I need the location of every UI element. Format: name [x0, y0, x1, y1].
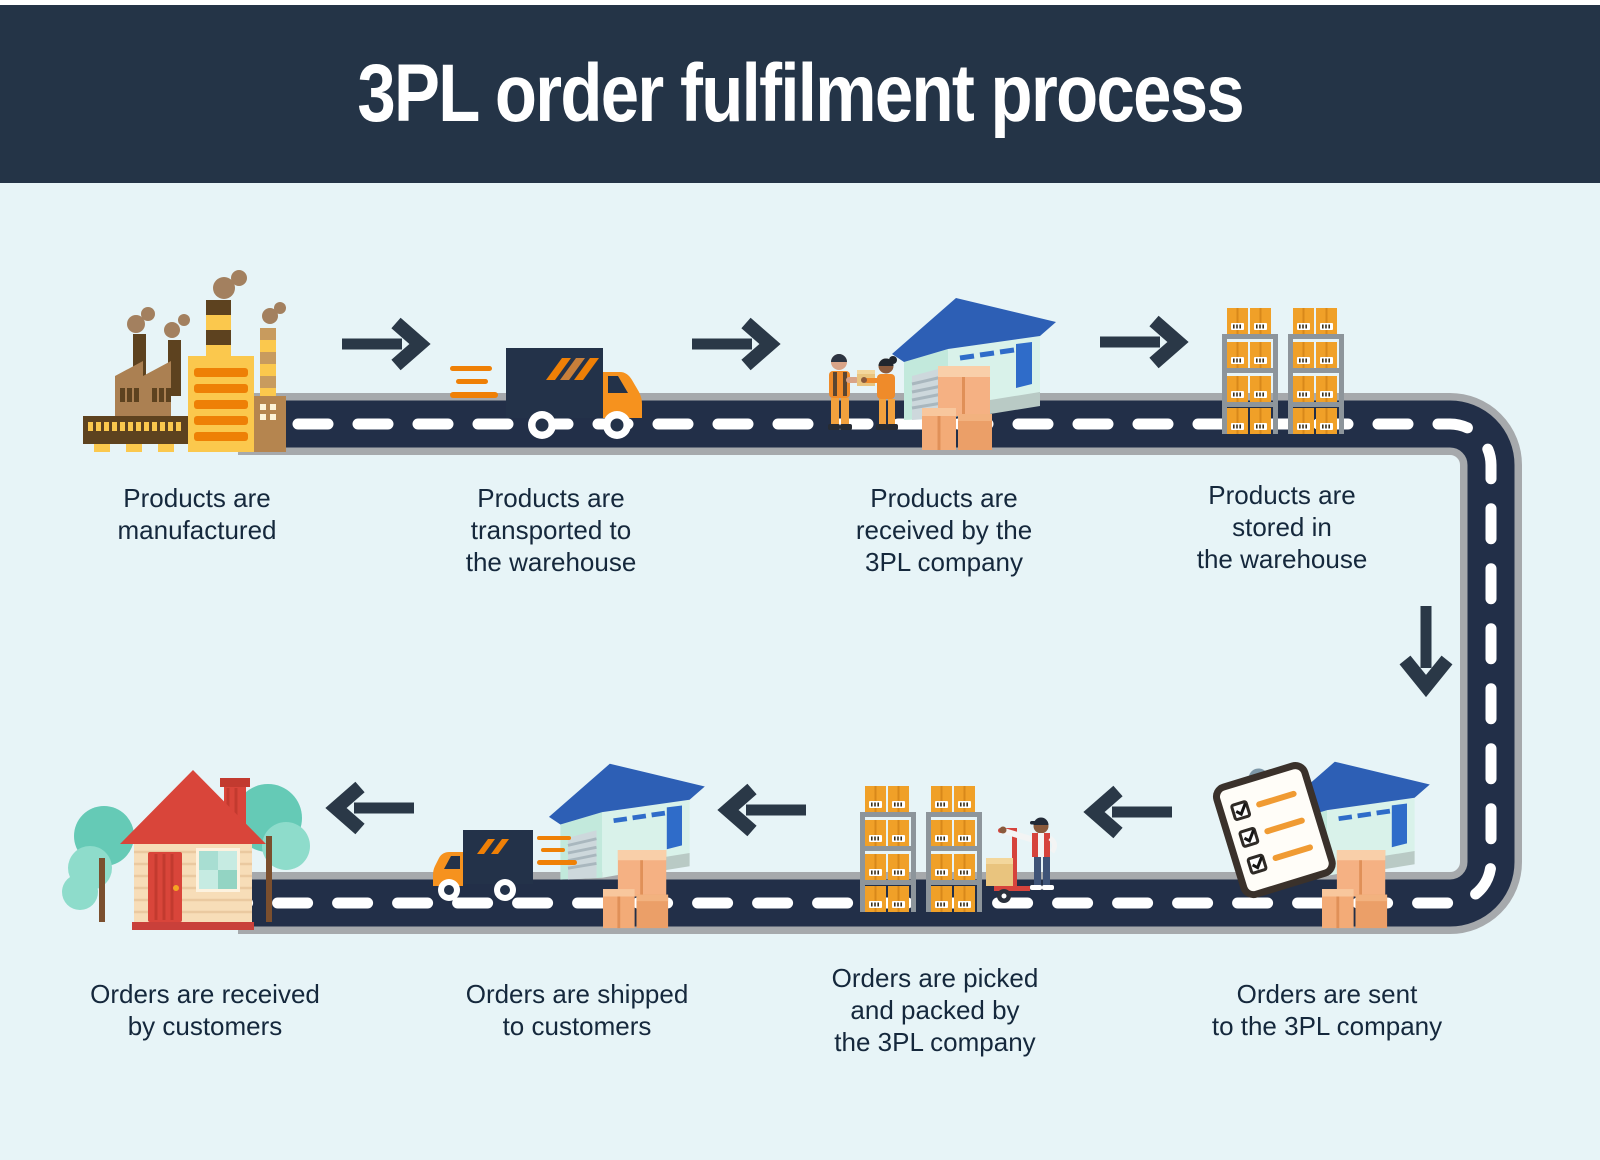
- warehouse-receiving-icon: [828, 280, 1061, 450]
- step-label-stored: Products are stored in the warehouse: [1196, 480, 1368, 574]
- step-label-received-3pl: Products are received by the 3PL company: [855, 483, 1033, 577]
- storage-rack-icon: [1222, 306, 1344, 434]
- arrow-left-icon: [722, 784, 808, 836]
- step-label-sent-3pl: Orders are sent to the 3PL company: [1211, 979, 1443, 1041]
- arrow-down-icon: [1399, 606, 1453, 698]
- step-label-shipped: Orders are shipped to customers: [465, 979, 689, 1041]
- top-border: [0, 0, 1600, 5]
- warehouse-worker: [999, 817, 1058, 890]
- factory-icon: [83, 270, 286, 452]
- customer-house-icon: [62, 770, 310, 930]
- arrow-right-icon: [340, 318, 426, 370]
- workers: [828, 354, 898, 430]
- step-label-transported: Products are transported to the warehous…: [465, 483, 637, 577]
- shipping-truck-icon: [433, 752, 715, 929]
- arrow-right-icon: [690, 318, 776, 370]
- header-band: 3PL order fulfilment process: [0, 5, 1600, 183]
- delivery-truck-icon: [450, 348, 642, 439]
- clipboard: [1212, 762, 1336, 899]
- arrow-right-icon: [1098, 316, 1184, 368]
- arrow-left-icon: [330, 782, 416, 834]
- page-title: 3PL order fulfilment process: [357, 48, 1244, 139]
- step-label-manufactured: Products are manufactured: [117, 483, 277, 545]
- small-truck: [433, 830, 577, 901]
- hand-trolley: [986, 828, 1030, 903]
- order-checklist-icon: [1212, 756, 1440, 929]
- picking-packing-icon: [858, 784, 1058, 914]
- step-label-received-cust: Orders are received by customers: [90, 979, 320, 1041]
- step-label-picked-packed: Orders are picked and packed by the 3PL …: [831, 963, 1039, 1057]
- arrow-left-icon: [1088, 786, 1174, 838]
